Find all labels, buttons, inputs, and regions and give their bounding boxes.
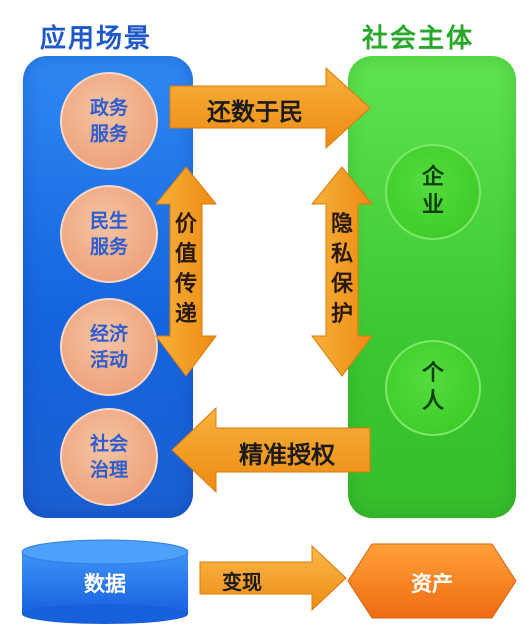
bottom-arrow [171, 406, 371, 494]
scene-government-services: 政务 服务 [60, 72, 158, 170]
convert-arrow [199, 544, 347, 612]
scene-livelihood-services: 民生 服务 [60, 185, 158, 283]
left-vertical-arrow [154, 166, 218, 377]
scene-social-governance: 社会 治理 [60, 408, 158, 506]
entity-panel [348, 56, 516, 518]
convert-label: 变现 [222, 570, 262, 594]
data-label: 数据 [84, 572, 126, 596]
title-application-scenarios: 应用场景 [40, 24, 153, 54]
entity-enterprise: 企 业 [385, 144, 481, 240]
bottom-arrow-label: 精准授权 [239, 441, 335, 469]
top-arrow [169, 66, 371, 150]
asset-hexagon [347, 543, 517, 619]
top-arrow-label: 还数于民 [207, 98, 303, 126]
title-social-entities: 社会主体 [362, 24, 475, 54]
left-vertical-label: 价 值 传 递 [174, 212, 197, 327]
asset-label: 资产 [411, 572, 453, 596]
scene-economic-activities: 经济 活动 [60, 298, 158, 396]
right-vertical-label: 隐 私 保 护 [330, 212, 353, 327]
entity-individual: 个 人 [385, 340, 481, 436]
database-cylinder [21, 539, 189, 624]
right-vertical-arrow [310, 166, 374, 377]
